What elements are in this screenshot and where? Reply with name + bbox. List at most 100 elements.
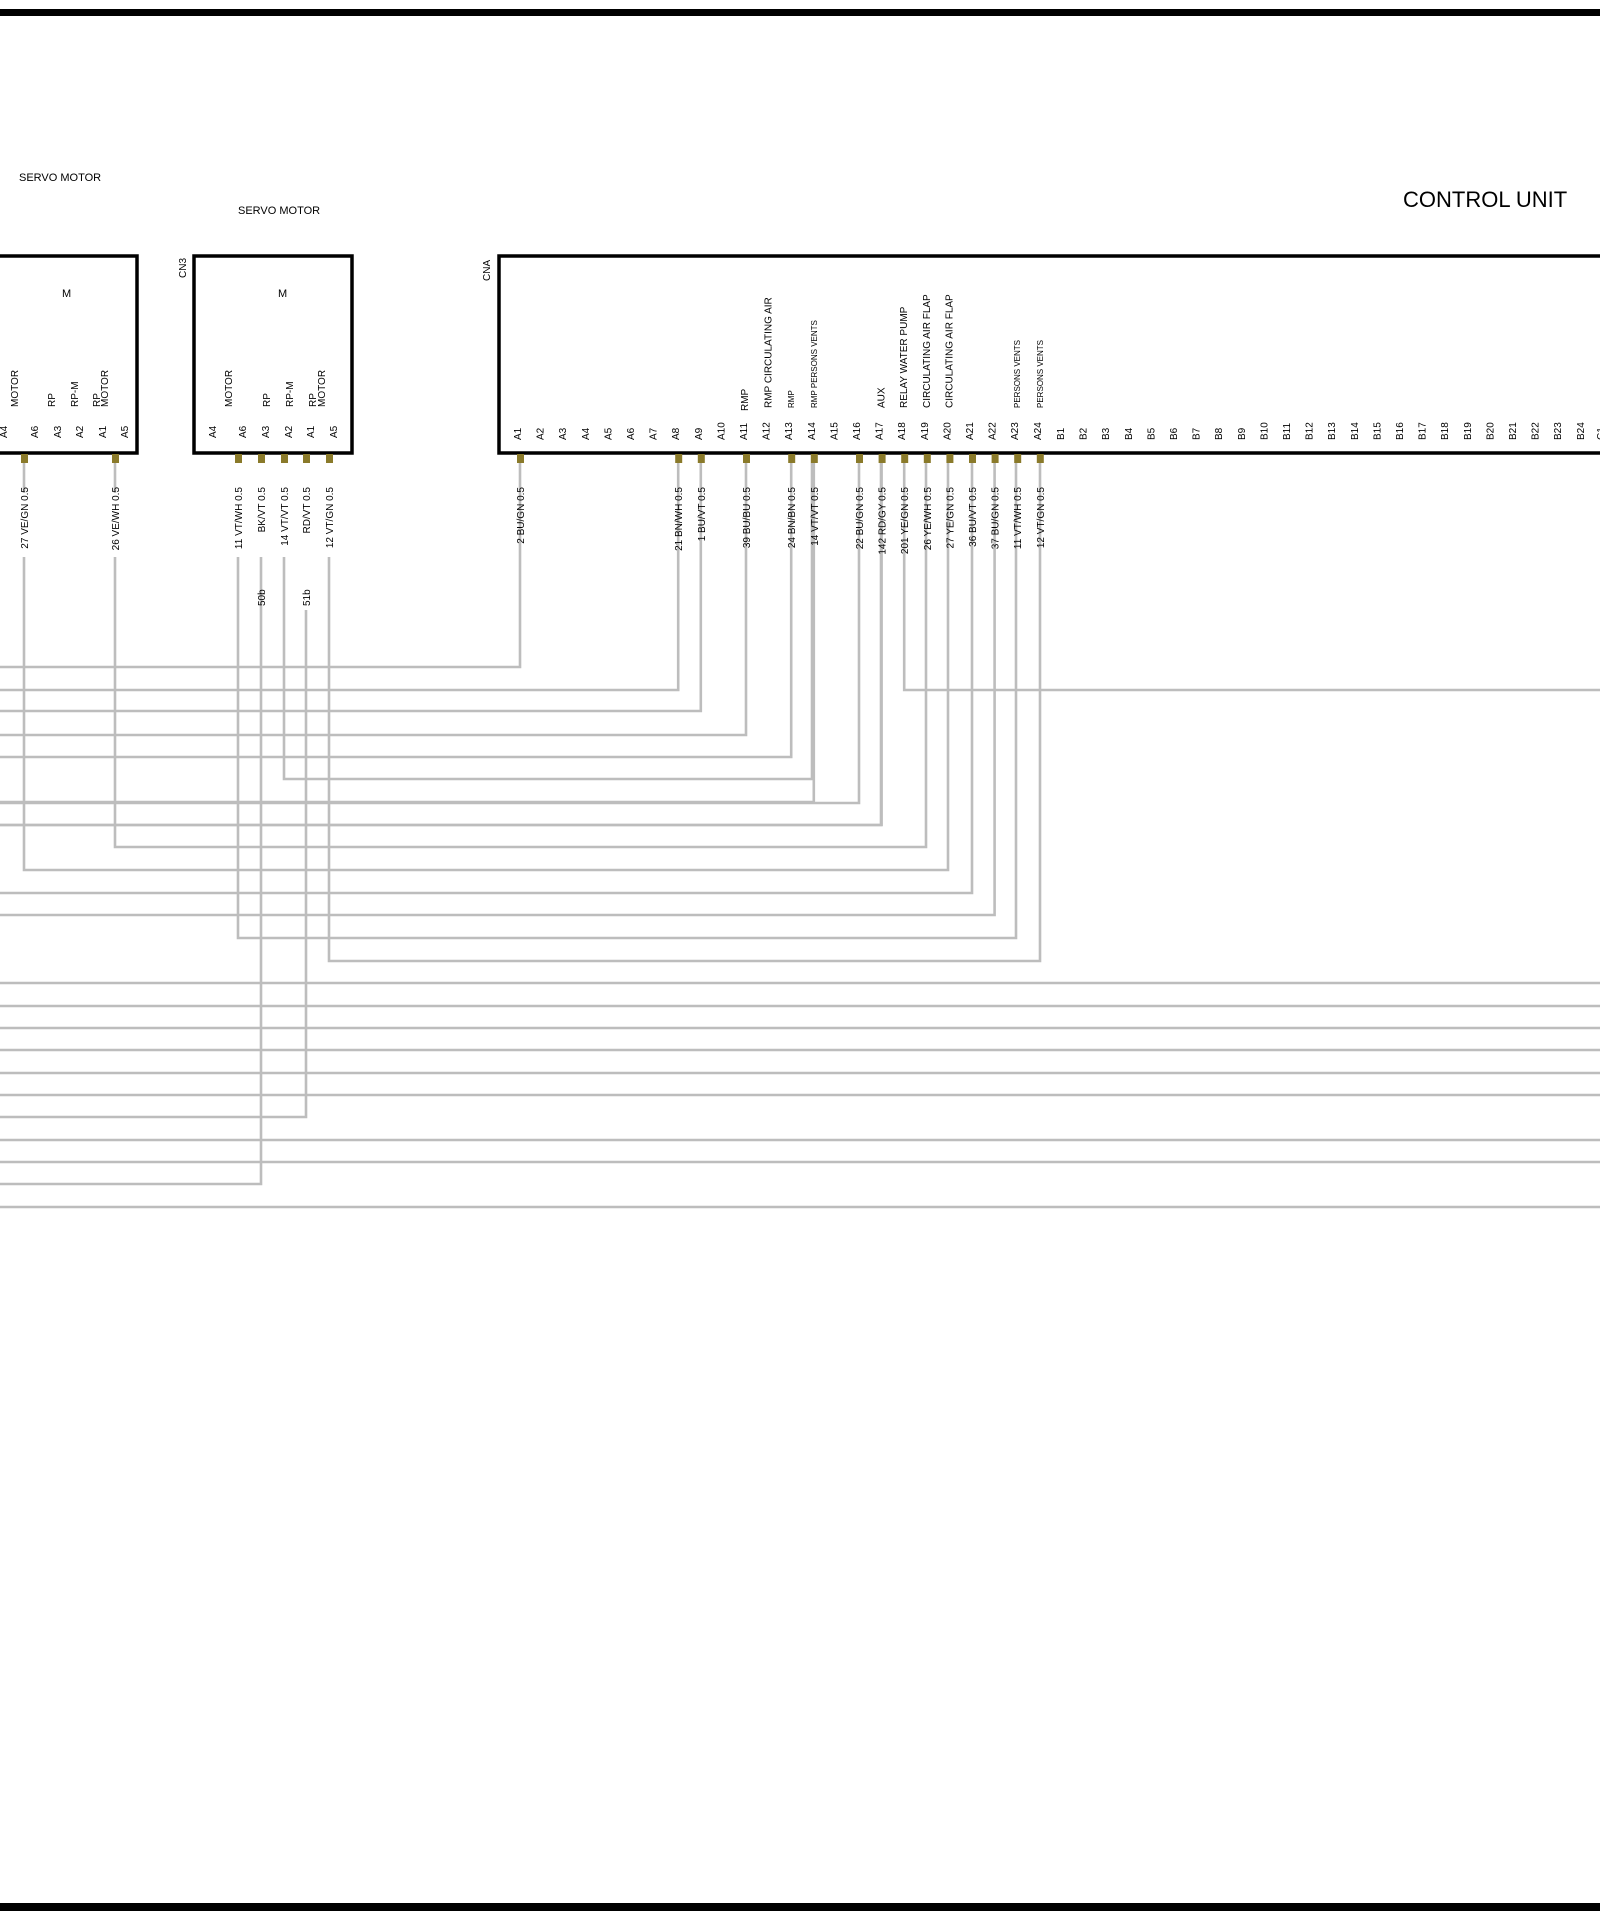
- wire-14-vt-vt-servo2: [282, 463, 814, 781]
- control-unit-harness-wire: [0, 463, 522, 669]
- servo2-pin-marker: [303, 454, 310, 463]
- servo2-box: [192, 254, 354, 455]
- control-unit-pin-marker: [517, 454, 524, 463]
- control-unit-connector-label: CNA: [482, 260, 493, 281]
- control-unit-pin-label: A13: [784, 422, 795, 440]
- control-unit-pin-label: B9: [1237, 427, 1248, 440]
- control-unit-wire-label: 26 YE/WH 0.5: [923, 487, 934, 551]
- wire-27-ye-gn: [22, 463, 950, 872]
- control-unit-wire-label: 24 BN/BN 0.5: [787, 487, 798, 549]
- control-unit-pin-marker: [810, 454, 818, 463]
- control-unit-pin-label: A15: [829, 422, 840, 440]
- control-unit-box: [497, 254, 1600, 455]
- wire-201-ye-gn: [902, 463, 1600, 692]
- control-unit-pin-label: A19: [920, 422, 931, 440]
- control-unit-harness-wire: [0, 463, 974, 895]
- servo1-pin-function: RP: [92, 393, 103, 407]
- control-unit-pin-label: B12: [1305, 422, 1316, 440]
- control-unit-wire-label: 22 BU/GN 0.5: [855, 487, 866, 550]
- servo1-pin-function: RP: [47, 393, 58, 407]
- control-unit-pin-label: B7: [1192, 427, 1203, 440]
- control-unit-title: CONTROL UNIT: [1403, 187, 1567, 212]
- control-unit-pin-label: A5: [603, 427, 614, 440]
- control-unit-pin-label: A18: [897, 422, 908, 440]
- control-unit-harness-wire: [0, 463, 861, 805]
- control-unit-pin-marker: [901, 454, 909, 463]
- control-unit-pin-function: RMP: [740, 388, 751, 411]
- servo1-pin-marker: [112, 454, 119, 463]
- frame-top-rule: [0, 9, 1600, 16]
- control-unit-pin-marker: [969, 454, 976, 463]
- servo2-label: SERVO MOTOR: [238, 205, 320, 217]
- control-unit-wire-label: 36 BU/VT 0.5: [968, 487, 979, 547]
- control-unit-pin-marker: [743, 454, 750, 463]
- control-unit-pin-marker: [946, 454, 954, 463]
- control-unit-pin-label: B1: [1056, 427, 1067, 440]
- servo1-box: [0, 254, 139, 455]
- control-unit-pin-label: A10: [716, 422, 727, 440]
- servo2-wire-tag: 50b: [257, 589, 268, 606]
- servo2-wire-label: 12 VT/GN 0.5: [325, 487, 336, 549]
- control-unit-pin-function: AUX: [877, 387, 888, 408]
- servo1-pin-label: A1: [98, 425, 109, 438]
- control-unit-pin-label: B3: [1101, 427, 1112, 440]
- servo1-motor-symbol: M: [62, 288, 71, 300]
- control-unit-pin-label: A24: [1033, 422, 1044, 440]
- control-unit-pin-function: CIRCULATING AIR FLAP: [944, 294, 955, 408]
- control-unit-wire-label: 14 VT/VT 0.5: [810, 487, 821, 546]
- servo1-label: SERVO MOTOR: [19, 172, 101, 184]
- control-unit-pin-label: B10: [1259, 422, 1270, 440]
- control-unit-pin-label: B5: [1146, 427, 1157, 440]
- control-unit-pin-label: B4: [1124, 427, 1135, 440]
- servo2-pin-label: A3: [261, 425, 272, 438]
- page-frame: [0, 9, 1600, 1911]
- servo2-pin-label: A4: [208, 425, 219, 438]
- wire-26-ye-wh: [113, 463, 928, 849]
- control-unit-pin-label: A4: [581, 427, 592, 440]
- servo2-pin-marker: [326, 454, 333, 463]
- control-unit-pin-label: B20: [1485, 422, 1496, 440]
- control-unit-wire-label: 27 YE/GN 0.5: [945, 487, 956, 549]
- control-unit-pin-marker: [675, 454, 683, 463]
- servo2-pin-function: MOTOR: [224, 370, 235, 407]
- control-unit-harness-wire: [0, 463, 703, 713]
- control-unit-pin-label: A3: [558, 427, 569, 440]
- control-unit-pin-label: A9: [694, 427, 705, 440]
- control-unit-pin-label: A12: [762, 422, 773, 440]
- servo2-pin-label: A1: [306, 425, 317, 438]
- frame-bottom-rule: [0, 1903, 1600, 1911]
- wire-11-vt-wh-servo2: [236, 463, 1018, 940]
- control-unit-pin-marker: [878, 454, 886, 463]
- servo2-pin-marker: [258, 454, 265, 463]
- control-unit-pin-marker: [1036, 454, 1044, 463]
- control-unit-pin-marker: [856, 454, 863, 463]
- servo1-pin-function: MOTOR: [10, 370, 21, 407]
- control-unit-pin-function: RMP: [787, 390, 796, 408]
- control-unit-pin-marker: [991, 454, 999, 463]
- control-unit-pin-label: A7: [649, 427, 660, 440]
- control-unit-pin-label: A8: [671, 427, 682, 440]
- servo1-pin-label: A4: [0, 425, 10, 438]
- control-unit-pin-label: B8: [1214, 427, 1225, 440]
- pin-markers: [21, 454, 1044, 463]
- servo2-wire-label: 11 VT/WH 0.5: [234, 487, 245, 549]
- servo2-connector-label: CN3: [178, 258, 189, 278]
- servo2-pin-function: RP: [262, 393, 273, 407]
- control-unit-pin-label: A11: [739, 423, 750, 440]
- control-unit-pin-label: B17: [1418, 422, 1429, 440]
- control-unit-pin-function: PERSONS VENTS: [1013, 340, 1022, 408]
- control-unit-pin-function: RMP CIRCULATING AIR: [764, 297, 775, 408]
- servo2-pin-label: A6: [238, 425, 249, 438]
- servo1-wire-label: 27 VE/GN 0.5: [20, 487, 31, 549]
- control-unit-wire-label: 2 BU/GN 0.5: [516, 487, 527, 544]
- control-unit-pin-label: A14: [807, 422, 818, 440]
- control-unit-pin-label: A1: [513, 427, 524, 440]
- control-unit-pin-label: B2: [1079, 427, 1090, 440]
- servo2-pin-function: RP: [308, 393, 319, 407]
- servo2-pin-marker: [281, 454, 288, 463]
- control-unit-pin-function: RELAY WATER PUMP: [899, 306, 910, 408]
- servo2-pin-function: MOTOR: [317, 370, 328, 407]
- servo1-wire-label: 26 VE/WH 0.5: [111, 487, 122, 551]
